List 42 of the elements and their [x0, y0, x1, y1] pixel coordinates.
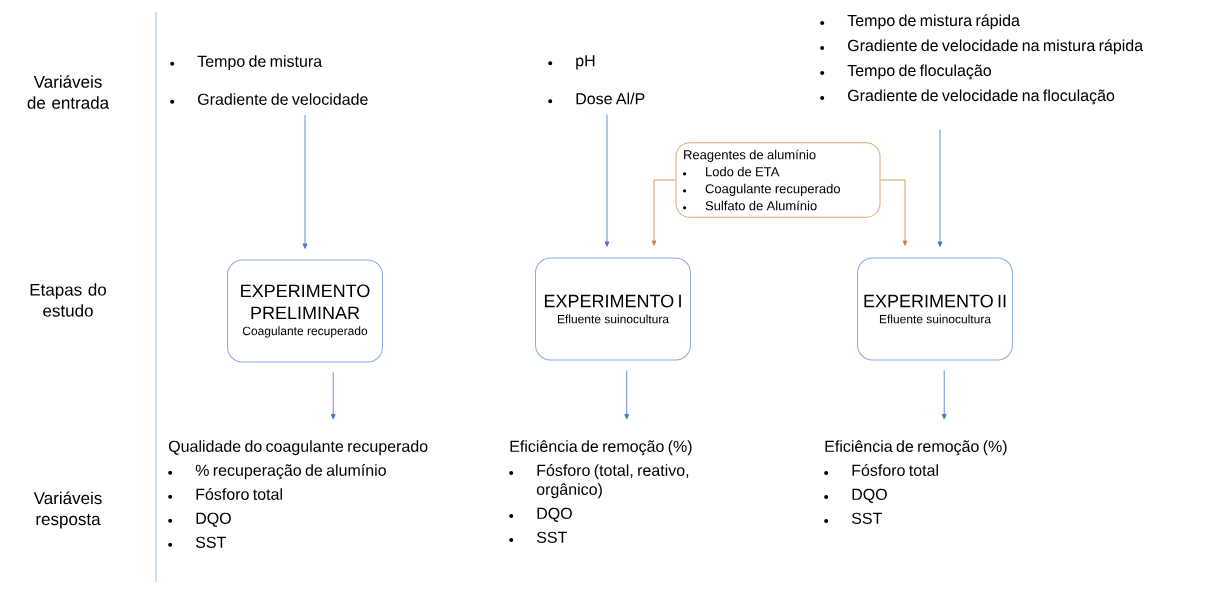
row-label: Variáveis resposta	[33, 491, 102, 529]
node-label: Gradiente de velocidade	[198, 93, 368, 105]
bullet-list: Eficiência de remoção (%) Fósforo (total, reativo, orgânico) DQO SST	[509, 440, 692, 543]
node-label: DQO	[852, 488, 887, 503]
node-label: DQO	[196, 512, 231, 527]
node-label: Gradiente de velocidade na mistura rápida	[848, 39, 1144, 55]
arrow	[604, 114, 610, 247]
arrow	[941, 370, 947, 420]
arrow	[302, 114, 308, 249]
node-label: Tempo de floculação	[847, 64, 992, 80]
process-box: EXPERIMENTO PRELIMINAR Coagulante recuperado	[227, 259, 383, 363]
process-box: EXPERIMENTO II Efluente suinocultura	[857, 257, 1013, 361]
node-label: Qualidade do coagulante recuperado	[168, 440, 428, 456]
node-label: Fósforo (total, reativo, orgânico)	[536, 464, 689, 499]
node-label: Fósforo total	[852, 464, 938, 477]
arrow	[880, 179, 908, 246]
node-label: SST	[851, 512, 882, 525]
arrow	[937, 129, 943, 247]
node-label: Gradiente de velocidade na floculação	[848, 89, 1115, 105]
row-label: Etapas do estudo	[30, 283, 106, 317]
node-label: Eficiência de remoção (%)	[510, 440, 692, 456]
bullet-list: Tempo de mistura Gradiente de velocidade	[170, 55, 368, 105]
node-label: Tempo de mistura rápida	[847, 14, 1020, 30]
row-label: Variáveis de entrada	[27, 75, 110, 109]
node-label: SST	[195, 536, 226, 548]
reagent-box: Reagentes de alumínio Lodo de ETA Coagulante recuperado Sulfato de Alumínio	[675, 142, 881, 218]
bullet-list: pH Dose Al/P	[548, 55, 645, 105]
node-label: DQO	[537, 507, 572, 522]
node-label: % recuperação de alumínio	[195, 464, 386, 480]
bullet-list: Qualidade do coagulante recuperado % recuperação de alumínio Fósforo total DQO SST	[168, 440, 428, 548]
node-label: Dose Al/P	[576, 92, 645, 105]
arrow	[330, 372, 336, 420]
process-box: EXPERIMENTO I Efluente suinocultura	[535, 257, 691, 361]
node-label: Tempo de mistura	[197, 55, 323, 71]
node-label: Fósforo total	[196, 488, 282, 500]
arrow	[624, 370, 630, 420]
node-label: pH	[576, 55, 595, 70]
arrow	[651, 179, 676, 246]
node-label: SST	[536, 531, 567, 544]
bullet-list: Tempo de mistura rápida Gradiente de velocidade na mistura rápida Tempo de floculação Gradiente de velocidade na floculação	[820, 14, 1144, 105]
node-label: Eficiência de remoção (%)	[825, 440, 1007, 456]
bullet-list: Eficiência de remoção (%) Fósforo total DQO SST	[824, 440, 1007, 524]
